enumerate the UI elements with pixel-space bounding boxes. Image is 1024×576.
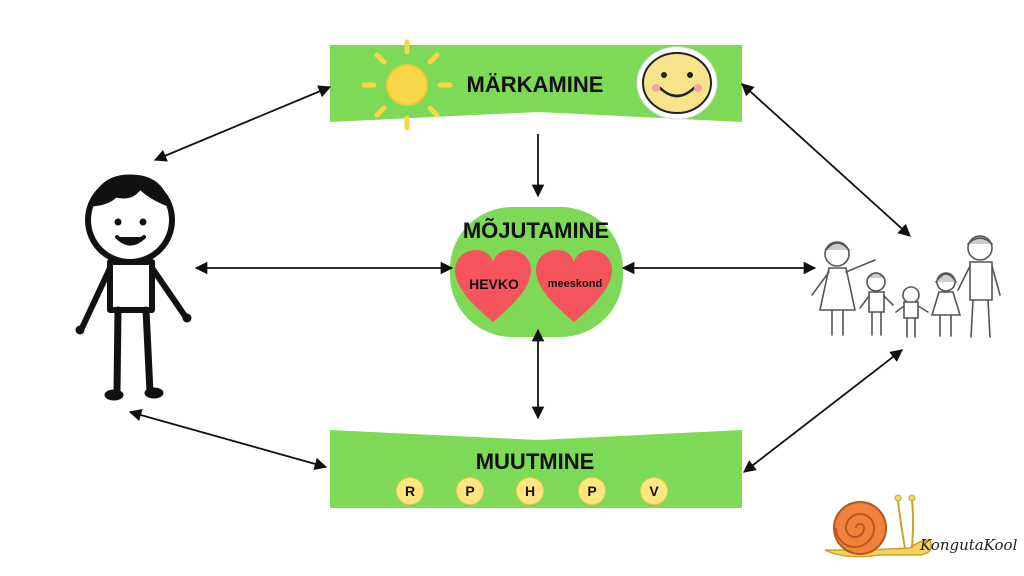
sun-icon: [361, 39, 453, 131]
heart-meeskond-label: meeskond: [547, 278, 603, 290]
markamine-title: MÄRKAMINE: [466, 72, 604, 97]
arrow-markamine-family: [741, 83, 911, 237]
badge-p-2: P: [578, 477, 606, 505]
arrow-family-muutmine: [743, 349, 903, 473]
arrow-child-muutmine: [128, 408, 328, 471]
badge-v: V: [640, 477, 668, 505]
muutmine-title: MUUTMINE: [475, 449, 595, 474]
badge-r: R: [396, 477, 424, 505]
mojutamine-title: MÕJUTAMINE: [462, 218, 610, 243]
muutmine-panel: [330, 430, 742, 508]
heart-meeskond: [536, 250, 612, 322]
snail-icon: [824, 494, 932, 558]
badge-h: H: [516, 477, 544, 505]
child-stick-figure-icon: [75, 174, 192, 401]
heart-hevko: [455, 250, 531, 322]
family-stick-figures-icon: [811, 235, 1001, 338]
badge-p-1: P: [456, 477, 484, 505]
arrow-child-markamine: [153, 85, 332, 162]
markamine-panel: [330, 45, 742, 122]
smiley-face-icon: [636, 46, 718, 120]
brand-text: KongutaKool: [920, 536, 1018, 554]
heart-hevko-label: HEVKO: [469, 276, 519, 292]
